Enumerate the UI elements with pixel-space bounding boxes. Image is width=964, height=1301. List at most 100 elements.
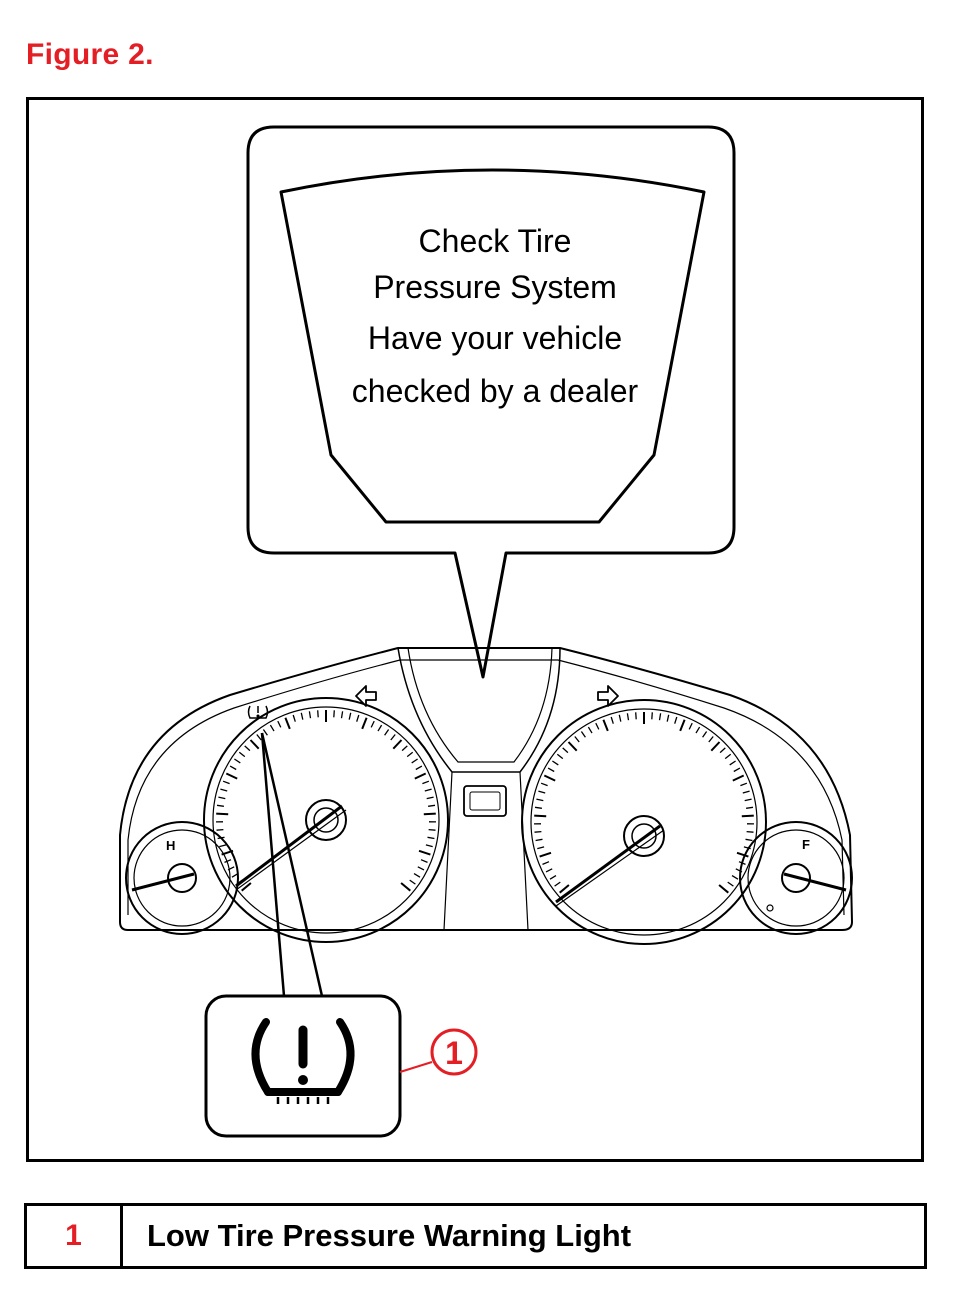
tachometer-tick [377, 724, 383, 732]
left-turn-arrow-icon [355, 685, 377, 707]
speedometer-tick [688, 722, 693, 730]
speedometer-tick [626, 713, 630, 721]
tachometer-tick [241, 882, 252, 892]
legend-label: Low Tire Pressure Warning Light [147, 1218, 632, 1253]
speedometer-tick [554, 881, 561, 887]
speedometer-tick [552, 760, 559, 766]
speedometer-tick [732, 774, 745, 782]
speedometer-tick [745, 838, 753, 842]
tachometer-tick [238, 751, 246, 758]
speedometer-tick [674, 716, 678, 724]
leader-lines [260, 732, 324, 997]
legend-number: 1 [27, 1206, 123, 1266]
speedometer-tick [733, 767, 741, 773]
display-message-line: Pressure System [373, 269, 617, 305]
tachometer-tick [427, 836, 435, 840]
speedometer-tick [710, 741, 721, 752]
speedometer-tick [695, 726, 701, 734]
tachometer-tick [422, 780, 430, 785]
diagram-frame [26, 97, 924, 1162]
speedometer-tick [658, 713, 662, 721]
display-message-line: checked by a dealer [352, 373, 639, 409]
speedometer-tick [731, 875, 739, 880]
right-turn-arrow-icon [597, 685, 619, 707]
tachometer-tick [234, 758, 241, 764]
speedometer-tick [702, 731, 708, 738]
tachometer-tick [348, 712, 352, 720]
display-message-line: Check Tire [419, 223, 572, 259]
tachometer-tick [284, 717, 291, 730]
tachometer-tick [269, 724, 275, 732]
speedometer-tick [595, 722, 600, 730]
speedometer-tick [741, 814, 754, 818]
tachometer-tick [244, 745, 251, 752]
tachometer-tick [428, 828, 436, 831]
tachometer-tick [392, 739, 403, 750]
tachometer-tick [219, 844, 227, 848]
tachometer-tick [221, 849, 234, 856]
speedometer-tick [740, 782, 748, 787]
tachometer-tick [420, 859, 428, 864]
tachometer-tick [231, 873, 239, 878]
tachometer-tick [415, 765, 423, 771]
message-display-bubble: Check Tire Pressure System Have your veh… [246, 125, 736, 679]
speedometer-tick [719, 747, 726, 754]
instrument-cluster [119, 647, 854, 945]
callout-marker: 1 [399, 1028, 478, 1076]
tachometer-tick [292, 714, 296, 722]
tachometer-tick [417, 866, 425, 871]
speedometer-tick [746, 806, 754, 809]
tachometer-tick [262, 729, 268, 736]
tachometer-tick [216, 804, 224, 807]
tachometer-tick [216, 828, 224, 831]
speedometer-tick [539, 851, 552, 858]
tachometer-tick [413, 873, 421, 878]
tachometer-tick [216, 812, 229, 816]
tachometer-tick [340, 711, 344, 719]
tachometer-tick [256, 734, 262, 741]
speedometer-tick [610, 716, 614, 724]
tachometer-tick [277, 720, 282, 728]
speedometer-tick [534, 830, 542, 833]
display-message-line: Have your vehicle [368, 320, 622, 356]
tachometer-tick [222, 780, 230, 785]
speedometer-tick [536, 798, 544, 802]
speedometer-ticks [533, 712, 755, 894]
tachometer-tick [356, 714, 360, 722]
tachometer-tick [406, 751, 414, 758]
tachometer-tick [249, 739, 260, 750]
tachometer-tick [236, 879, 243, 885]
tachometer-tick [426, 796, 434, 800]
figure-title: Figure 2. [26, 38, 154, 71]
speedometer-tick [708, 736, 714, 743]
tachometer-tick [401, 745, 408, 752]
speedometer-tick [547, 767, 555, 773]
speedometer-tick [602, 719, 609, 732]
speedometer-tick [738, 861, 746, 866]
tire-pressure-telltale-icon [247, 705, 269, 719]
callout-number: 1 [445, 1035, 463, 1071]
tachometer-tick [220, 788, 228, 792]
tachometer-tick [225, 772, 238, 780]
speedometer-tick [534, 814, 547, 818]
speedometer-tick [540, 782, 548, 787]
tachometer-tick [400, 882, 411, 892]
speedometer-tick [545, 868, 553, 873]
speedometer-tick [562, 747, 569, 754]
speedometer-tick [735, 868, 743, 873]
speedometer-tick [742, 790, 750, 794]
speedometer-tick [727, 881, 734, 887]
speedometer-tick [635, 712, 637, 720]
speedometer-tick [542, 861, 550, 866]
speedometer-tick [736, 851, 749, 858]
tachometer-tick [409, 879, 416, 885]
speedometer-tick [729, 760, 736, 766]
speedometer-tick [618, 714, 622, 722]
tachometer-tick [308, 711, 312, 719]
speedometer-tick [537, 846, 545, 850]
tachometer-tick [227, 866, 235, 871]
speedometer-tick [556, 753, 564, 760]
tachometer-tick [229, 765, 237, 771]
fuel-gauge-label: F [802, 837, 810, 852]
